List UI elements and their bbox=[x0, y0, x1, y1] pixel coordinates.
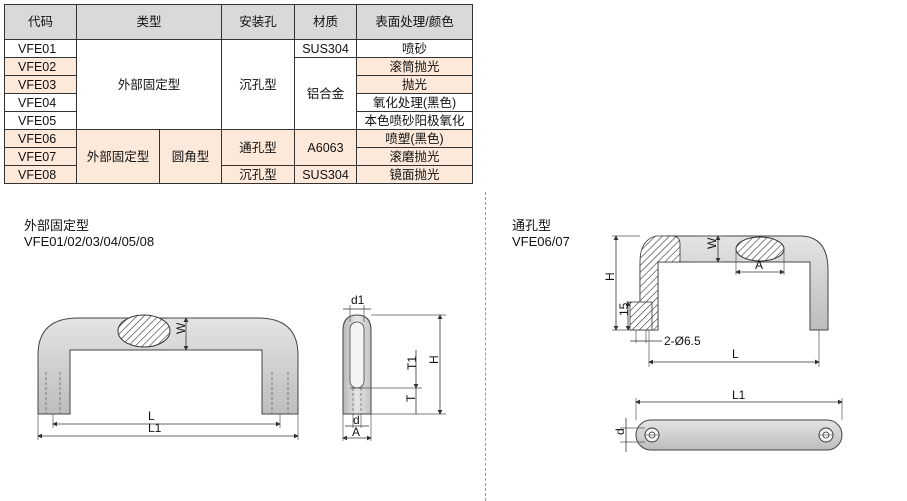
through-hole-handle-top: L1 d bbox=[613, 388, 843, 452]
type-round-cell: 圆角型 bbox=[159, 129, 222, 184]
dim2-L1-label: L1 bbox=[732, 388, 746, 402]
material-cell: SUS304 bbox=[294, 165, 357, 184]
dim-T1-label: T1 bbox=[405, 356, 419, 370]
dim2-d-label: d bbox=[613, 428, 627, 435]
code-cell: VFE08 bbox=[4, 165, 77, 184]
table-row: VFE07 滚磨抛光 bbox=[4, 147, 473, 166]
dim-L1-label: L1 bbox=[148, 421, 162, 435]
finish-cell: 镜面抛光 bbox=[356, 165, 473, 184]
dim2-hole-label: 2-Ø6.5 bbox=[664, 334, 701, 348]
code-cell: VFE03 bbox=[4, 75, 77, 94]
type-cell: 外部固定型 bbox=[76, 129, 160, 184]
hole-cell: 通孔型 bbox=[221, 129, 295, 166]
material-cell: A6063 bbox=[294, 129, 357, 166]
dim-W-label: W bbox=[174, 322, 188, 334]
header-finish: 表面处理/颜色 bbox=[356, 4, 473, 40]
type-cell: 外部固定型 bbox=[76, 39, 222, 130]
drawing1-codes: VFE01/02/03/04/05/08 bbox=[24, 234, 155, 249]
code-cell: VFE07 bbox=[4, 147, 77, 166]
table-row: VFE06 外部固定型 圆角型 通孔型 A6063 喷塑(黑色) bbox=[4, 129, 473, 184]
dim-T-label: T bbox=[404, 394, 418, 402]
dim-d1-label: d1 bbox=[351, 293, 365, 307]
header-code: 代码 bbox=[4, 4, 77, 40]
section-divider bbox=[485, 192, 486, 501]
material-cell: 铝合金 bbox=[294, 57, 357, 130]
dim2-L-label: L bbox=[732, 347, 739, 361]
handle-side-view: d1 H T1 T d A bbox=[342, 293, 446, 441]
spec-table: 代码 类型 安装孔 材质 表面处理/颜色 VFE01 外部固定型 沉孔型 SUS… bbox=[4, 4, 473, 184]
through-hole-handle-front: W A H 15 2-Ø6.5 L bbox=[603, 235, 829, 367]
code-cell: VFE06 bbox=[4, 129, 77, 148]
hole-cell: 沉孔型 bbox=[221, 165, 295, 184]
dim-d-label: d bbox=[353, 413, 360, 427]
dim-A-label: A bbox=[352, 425, 360, 439]
table-row: VFE03 抛光 bbox=[4, 75, 473, 94]
table-row: VFE02 铝合金 滚筒抛光 bbox=[4, 57, 473, 130]
dim-L-label: L bbox=[148, 409, 155, 423]
handle-front-view: W L L1 bbox=[37, 314, 299, 440]
finish-cell: 滚磨抛光 bbox=[356, 147, 473, 166]
table-header-row: 代码 类型 安装孔 材质 表面处理/颜色 bbox=[4, 4, 473, 40]
material-cell: SUS304 bbox=[294, 39, 357, 58]
code-cell: VFE02 bbox=[4, 57, 77, 76]
drawing2-title: 通孔型 bbox=[512, 218, 552, 233]
dim-H-label: H bbox=[427, 355, 441, 364]
hole-cell: 沉孔型 bbox=[221, 39, 295, 130]
code-cell: VFE01 bbox=[4, 39, 77, 58]
table-row: VFE08 沉孔型 SUS304 镜面抛光 bbox=[4, 165, 473, 184]
drawing2-codes: VFE06/07 bbox=[512, 234, 570, 249]
drawing1-title: 外部固定型 bbox=[24, 218, 90, 233]
finish-cell: 喷砂 bbox=[356, 39, 473, 58]
code-cell: VFE04 bbox=[4, 93, 77, 112]
dim2-H-label: H bbox=[603, 272, 617, 281]
finish-cell: 滚筒抛光 bbox=[356, 57, 473, 76]
dim2-15-label: 15 bbox=[617, 302, 631, 316]
table-row: VFE01 外部固定型 沉孔型 SUS304 喷砂 bbox=[4, 39, 473, 130]
dim2-A-label: A bbox=[755, 258, 763, 272]
table-row: VFE04 氧化处理(黑色) bbox=[4, 93, 473, 112]
dim2-W-label: W bbox=[705, 237, 719, 249]
finish-cell: 氧化处理(黑色) bbox=[356, 93, 473, 112]
